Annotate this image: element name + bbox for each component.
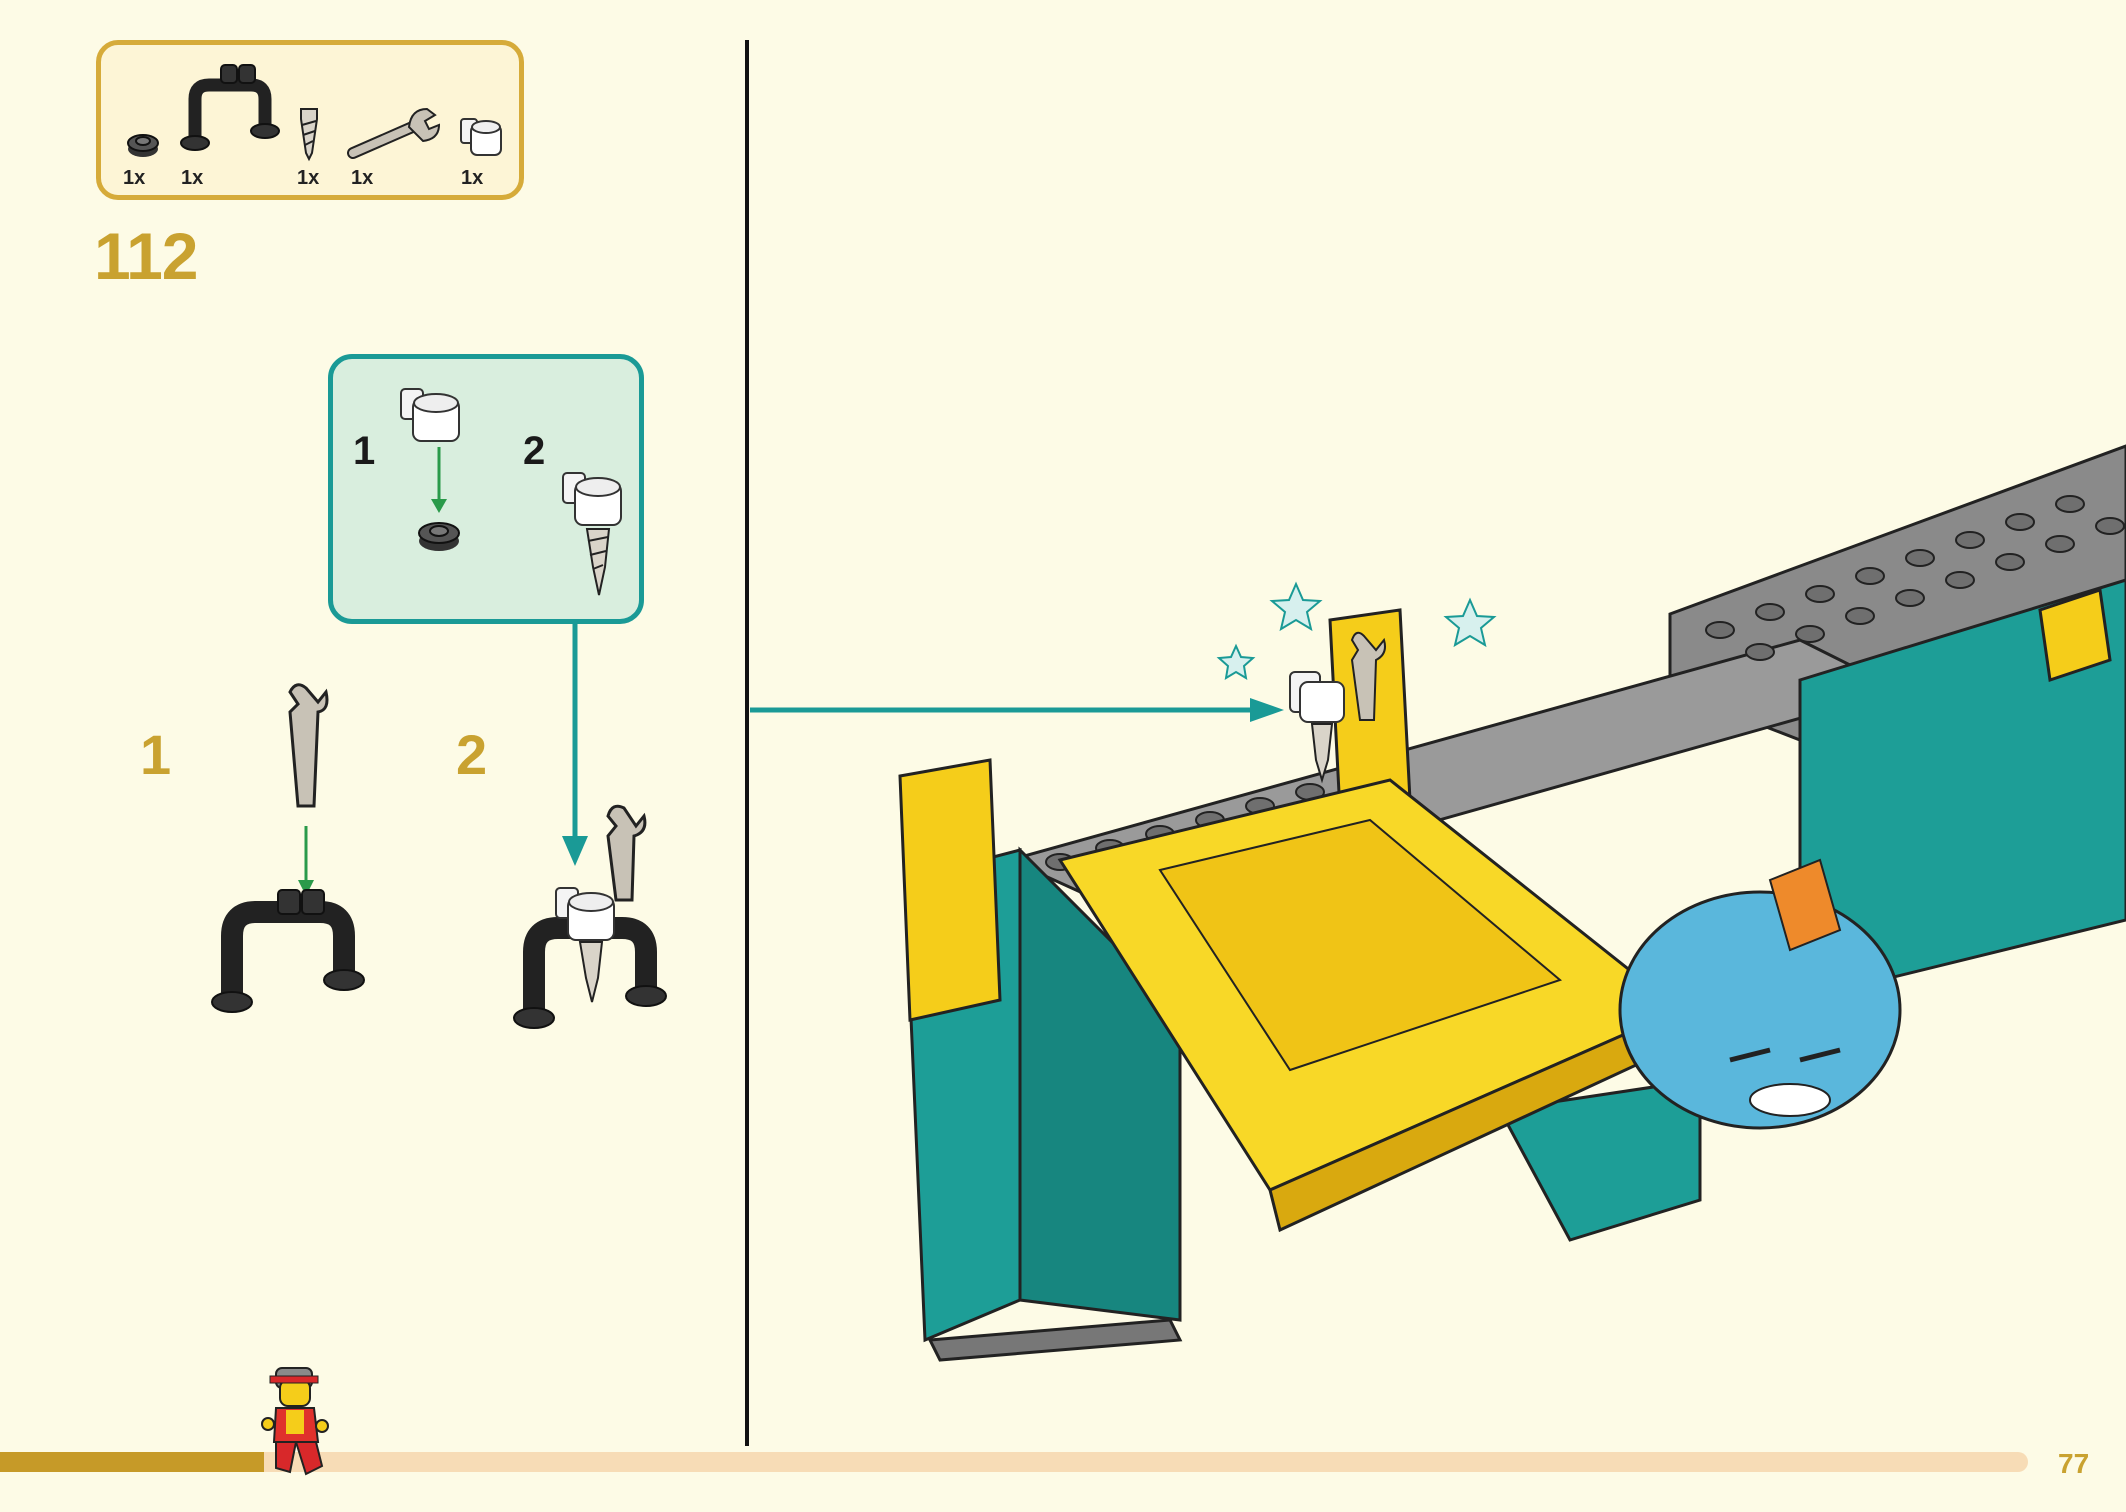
page-number: 77 (2058, 1448, 2090, 1479)
round-plate-part (127, 134, 159, 157)
bar-handle-part (180, 64, 280, 151)
page-divider (745, 40, 749, 1446)
sub-step-number: 1 (353, 429, 376, 473)
sub-step-2-illustration (562, 472, 622, 596)
sub-assembly-arrow (562, 622, 588, 866)
main-sub-step-number: 2 (456, 723, 488, 786)
part-qty: 1x (461, 167, 484, 189)
main-sub-step-2-illustration (513, 804, 667, 1029)
bracket-part (460, 118, 502, 156)
sub-assembly-box: 1 2 (328, 354, 644, 624)
step-number: 112 (94, 219, 198, 293)
wrench-part (347, 107, 441, 159)
main-sub-step-number: 1 (140, 723, 172, 786)
part-qty: 1x (351, 167, 374, 189)
progress-fill (0, 1452, 264, 1472)
drill-bit-part (300, 108, 318, 162)
part-qty: 1x (297, 167, 320, 189)
minifigure-icon (261, 1367, 329, 1476)
sub-step-1-illustration (400, 388, 460, 551)
sub-step-number: 2 (523, 429, 546, 473)
progress-track (0, 1452, 2028, 1472)
main-sub-step-1-illustration (211, 683, 365, 1013)
part-qty: 1x (123, 167, 146, 189)
part-qty: 1x (181, 167, 204, 189)
parts-callout: 1x 1x 1x 1x 1x (96, 40, 524, 200)
